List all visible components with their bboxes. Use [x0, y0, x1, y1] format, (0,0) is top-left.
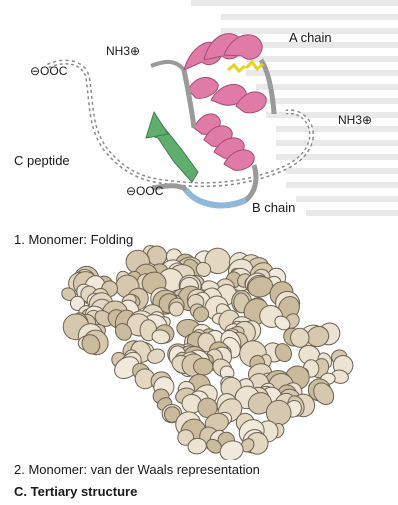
b-chain-blue-segment	[186, 190, 246, 205]
section-title: C. Tertiary structure	[14, 484, 137, 499]
nh3-top-label: NH3⊕	[106, 44, 140, 58]
c-peptide-arrow-head	[146, 112, 168, 138]
central-backbone	[184, 70, 194, 128]
nh3-right-label: NH3⊕	[338, 113, 372, 127]
b-chain-helix	[194, 114, 254, 170]
a-chain-label: A chain	[289, 30, 332, 45]
ooc-bottom-label: ⊖OOC	[126, 184, 163, 198]
vdw-caption: 2. Monomer: van der Waals representation	[14, 462, 260, 477]
ooc-left-label: ⊖OOC	[30, 64, 67, 78]
insulin-tertiary-structure-figure: A chain NH3⊕ ⊖OOC NH3⊕ C peptide ⊖OOC B …	[6, 0, 398, 505]
b-chain-label: B chain	[252, 200, 295, 215]
vdw-space-filling-model	[6, 245, 398, 460]
vdw-atom-sphere	[193, 358, 213, 376]
c-peptide-label: C peptide	[14, 153, 70, 168]
a-chain-backbone	[151, 62, 184, 70]
